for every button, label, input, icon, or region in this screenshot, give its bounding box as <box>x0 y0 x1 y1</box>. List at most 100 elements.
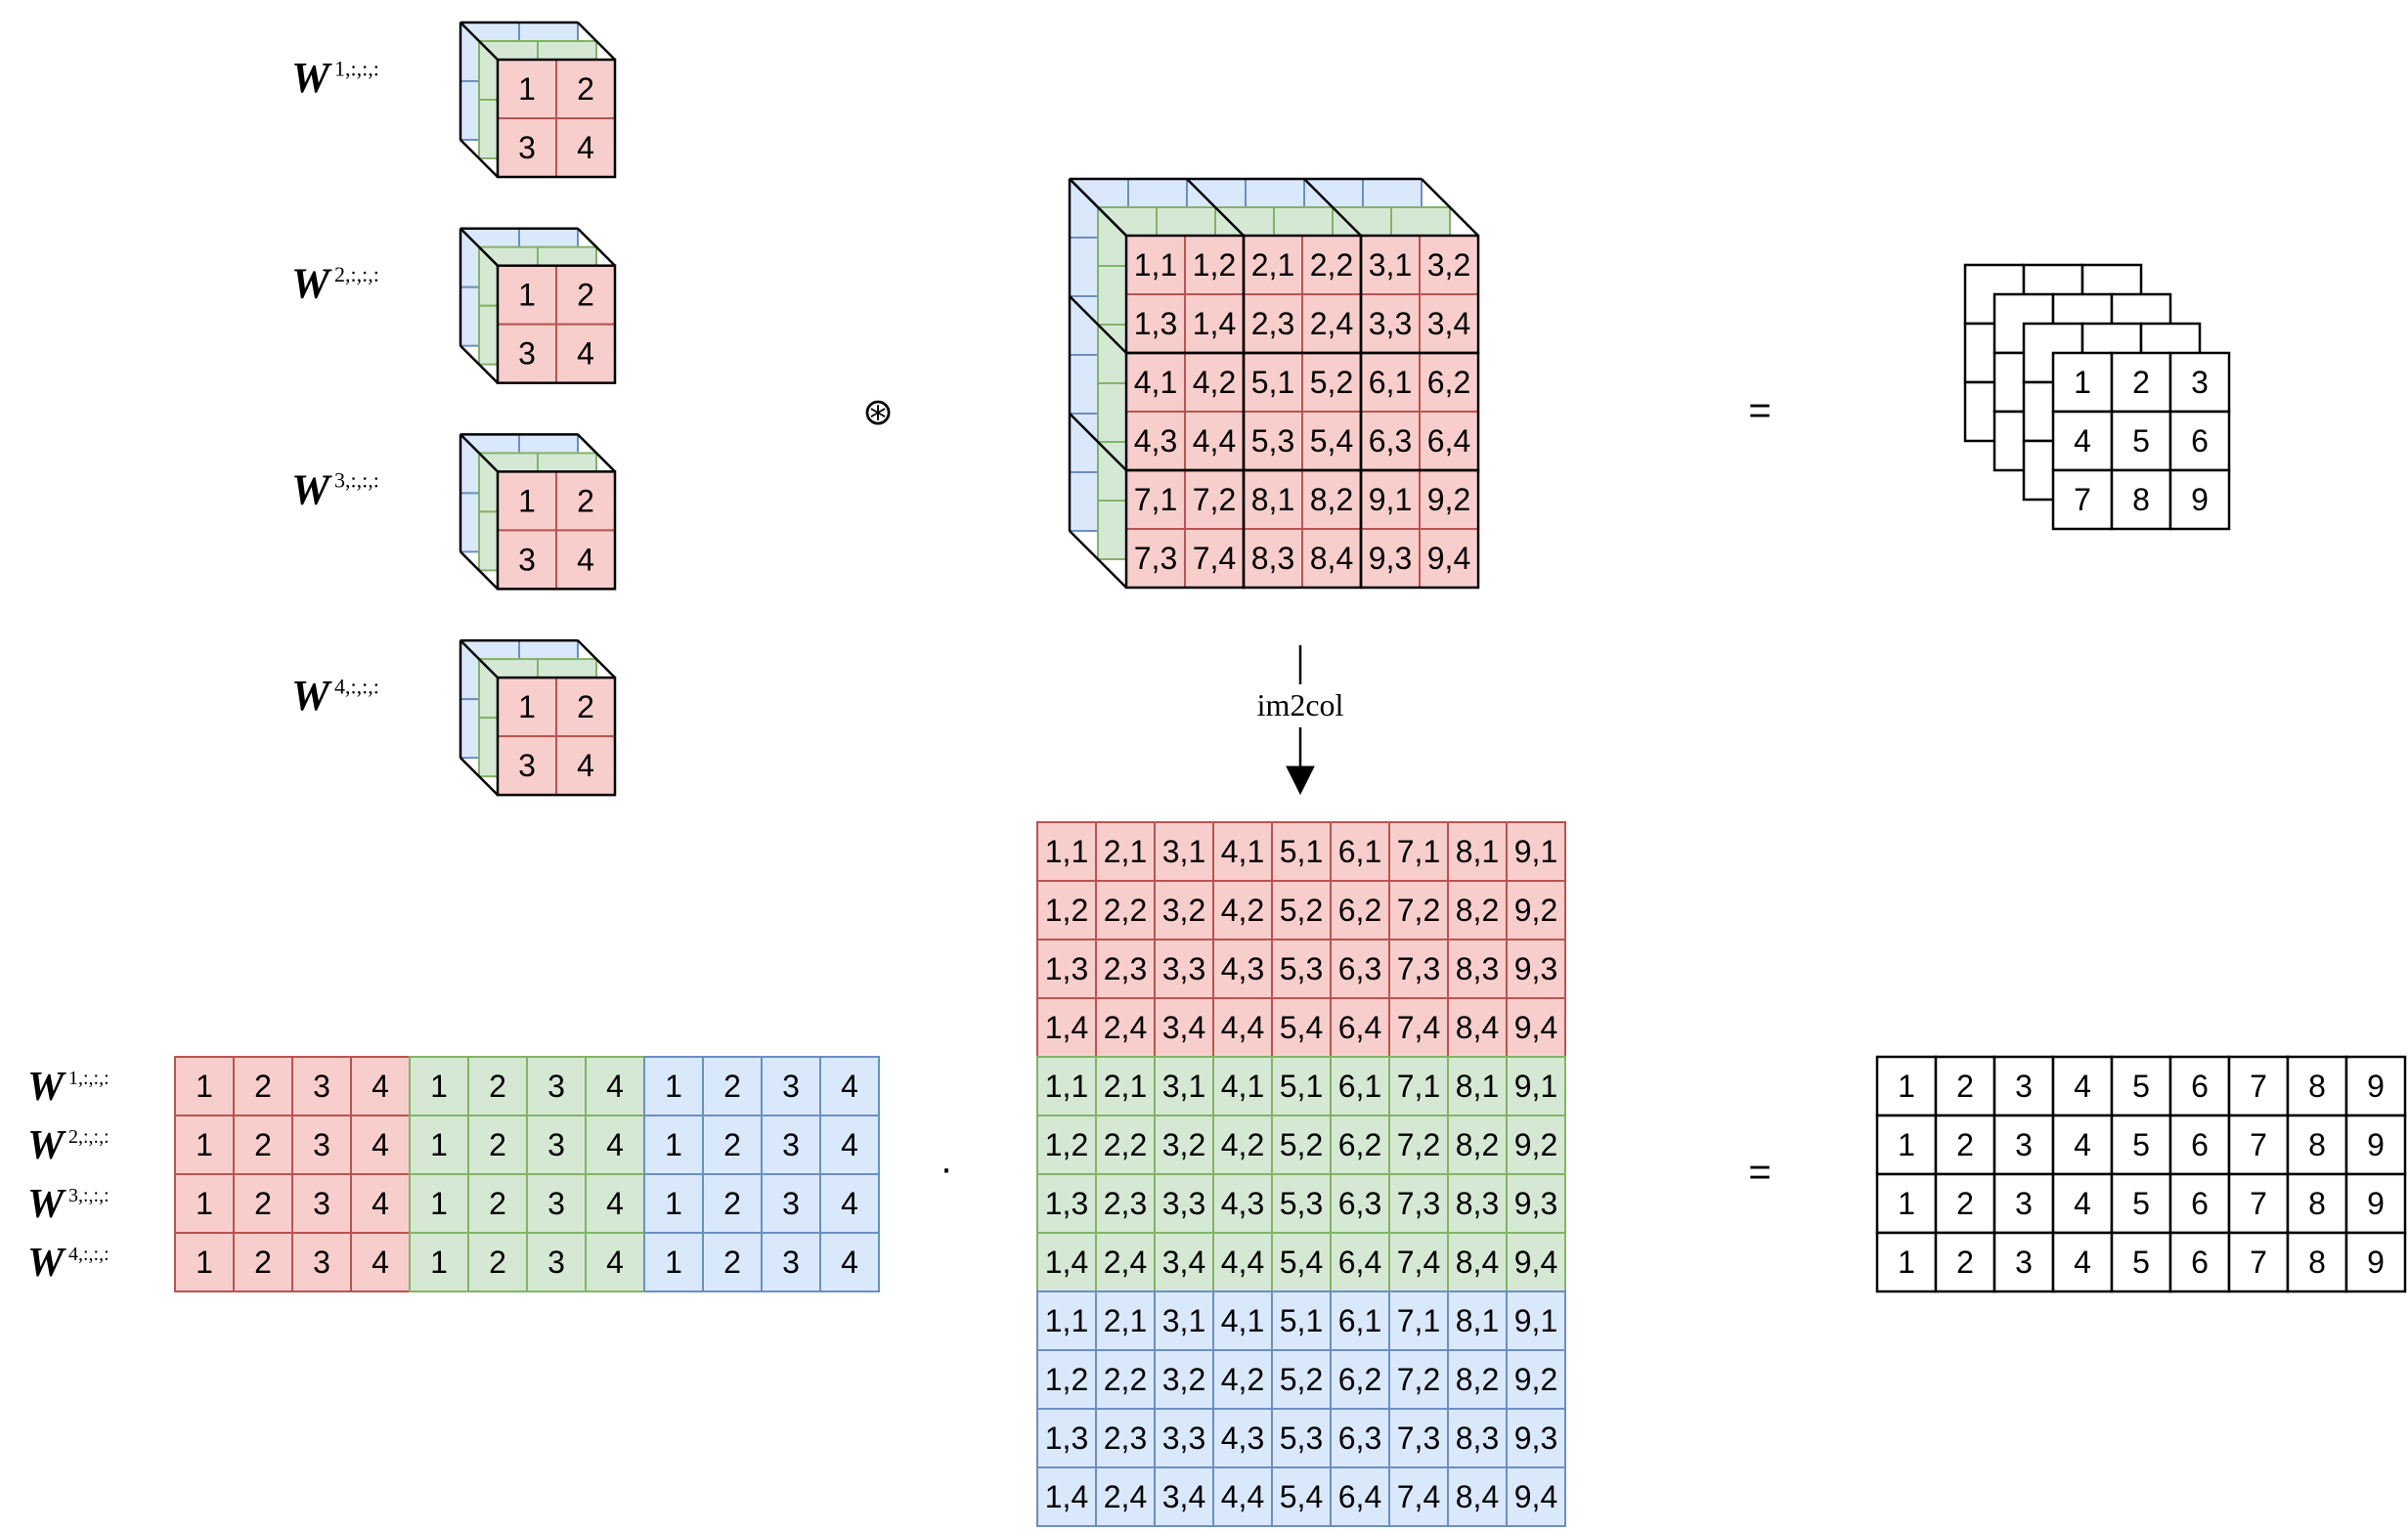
col-cell-label: 7,4 <box>1397 1479 1440 1514</box>
edge-line <box>1421 178 1479 237</box>
result-value: 9 <box>2367 1127 2385 1162</box>
input-cell-label: 1,2 <box>1193 247 1236 283</box>
col-cell <box>1154 1290 1214 1351</box>
col-cell-label: 5,3 <box>1280 951 1323 986</box>
superscript-index: 4,:,:,: <box>334 674 379 698</box>
weight-value: 1 <box>665 1245 682 1280</box>
col-cell <box>1095 1290 1156 1351</box>
w-symbol: W <box>27 1123 66 1168</box>
input-cell-label: 7,1 <box>1134 482 1177 517</box>
convolution-operator: ⊛ <box>862 392 894 433</box>
result-cell <box>2051 1231 2114 1293</box>
col-cell <box>1506 1349 1566 1410</box>
cell <box>1301 352 1362 413</box>
result-value: 2 <box>1956 1127 1974 1162</box>
result-cell <box>2110 1172 2172 1235</box>
col-cell-label: 1,4 <box>1045 1010 1088 1045</box>
green-block-cell <box>585 1115 645 1175</box>
filter-value: 1 <box>518 278 536 313</box>
col-cell-label: 7,2 <box>1397 1127 1440 1162</box>
col-cell-label: 8,2 <box>1456 893 1499 928</box>
edge-line <box>1186 178 1245 237</box>
result-value: 2 <box>1956 1245 1974 1280</box>
input-cell-label: 1,3 <box>1134 306 1177 341</box>
weight-value: 4 <box>372 1186 389 1221</box>
weight-value: 4 <box>372 1069 389 1104</box>
weight-value: 1 <box>665 1069 682 1104</box>
result-value: 6 <box>2191 1245 2209 1280</box>
weight-value: 3 <box>547 1127 565 1162</box>
result-value: 4 <box>2074 1186 2091 1221</box>
superscript-index: 2,:,:,: <box>334 262 379 286</box>
green-block-cell <box>526 1173 587 1234</box>
edge-line <box>1069 178 1127 237</box>
w-symbol: W <box>291 465 332 513</box>
col-cell-label: 8,1 <box>1456 1303 1499 1338</box>
weight-value: 3 <box>782 1127 800 1162</box>
edge-line <box>577 227 616 267</box>
weight-value: 3 <box>313 1069 330 1104</box>
result-cell <box>2227 1055 2290 1117</box>
result-cell <box>2286 1114 2348 1176</box>
weight-value: 1 <box>430 1127 448 1162</box>
front-outline <box>496 470 617 591</box>
col-cell-label: 2,2 <box>1104 1127 1147 1162</box>
result-cell <box>2344 1114 2407 1176</box>
red-block-cell <box>174 1173 235 1234</box>
col-cell-label: 3,3 <box>1162 1186 1205 1221</box>
col-cell-label: 4,4 <box>1221 1010 1264 1045</box>
cell <box>1419 411 1479 471</box>
result-value: 7 <box>2250 1069 2267 1104</box>
col-cell <box>1447 821 1508 882</box>
filter-value: 2 <box>577 689 594 724</box>
weight-value: 2 <box>723 1245 741 1280</box>
cell <box>555 117 616 178</box>
col-cell-label: 5,2 <box>1280 893 1323 928</box>
w-symbol: W <box>291 672 332 720</box>
weight-value: 2 <box>489 1069 506 1104</box>
col-cell <box>1095 821 1156 882</box>
input-cell-label: 3,2 <box>1427 247 1470 283</box>
input-cell-label: 6,2 <box>1427 365 1470 400</box>
col-cell <box>1212 1115 1273 1175</box>
col-cell <box>1212 939 1273 999</box>
edge-line <box>460 22 499 61</box>
result-value: 1 <box>1898 1245 1915 1280</box>
weight-value: 4 <box>841 1245 858 1280</box>
superscript-index: 1,:,:,: <box>68 1068 109 1089</box>
col-cell-label: 8,3 <box>1456 1421 1499 1456</box>
result-value: 1 <box>1898 1069 1915 1104</box>
col-cell <box>1388 1290 1449 1351</box>
col-cell-label: 9,3 <box>1514 1421 1557 1456</box>
col-cell-label: 6,4 <box>1338 1010 1381 1045</box>
cell <box>1419 293 1479 354</box>
green-block-cell <box>585 1232 645 1292</box>
result-value: 9 <box>2367 1069 2385 1104</box>
front-outline <box>496 264 617 384</box>
col-cell-label: 1,2 <box>1045 893 1088 928</box>
weight-value: 4 <box>606 1245 624 1280</box>
filter-value: 3 <box>518 748 536 783</box>
col-cell-label: 3,2 <box>1162 1127 1205 1162</box>
output-cell <box>2051 410 2114 472</box>
green-block-cell <box>585 1056 645 1116</box>
col-cell-label: 4,3 <box>1221 1186 1264 1221</box>
red-layer <box>497 470 616 591</box>
col-cell-label: 1,1 <box>1045 1303 1088 1338</box>
weight-value: 3 <box>313 1245 330 1280</box>
col-cell <box>1506 1173 1566 1234</box>
weight-value: 2 <box>489 1186 506 1221</box>
col-cell-label: 1,2 <box>1045 1127 1088 1162</box>
blue-block-cell <box>819 1173 880 1234</box>
col-cell <box>1330 939 1390 999</box>
output-cell <box>2051 351 2114 414</box>
col-cell-label: 5,1 <box>1280 1303 1323 1338</box>
result-value: 8 <box>2308 1186 2326 1221</box>
col-cell <box>1388 1466 1449 1527</box>
